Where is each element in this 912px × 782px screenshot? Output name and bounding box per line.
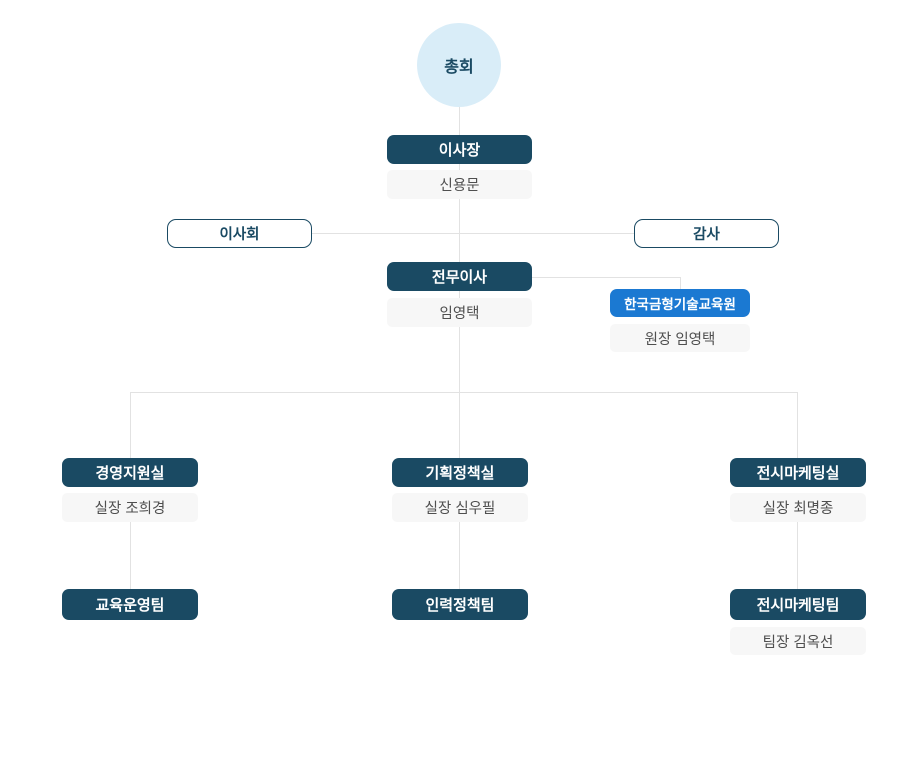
node-auditor: 감사 xyxy=(634,219,779,248)
node-managing-director-name: 임영택 xyxy=(387,298,532,327)
connector-drop-right xyxy=(797,392,798,458)
connector-education-center-drop xyxy=(680,277,681,289)
connector-team-left xyxy=(130,522,131,589)
connector-education-center-horizontal xyxy=(532,277,680,278)
connector-team-middle xyxy=(459,522,460,589)
node-team-hr-policy: 인력정책팀 xyxy=(392,589,528,620)
node-dept-planning-policy-title: 기획정책실 xyxy=(392,458,528,487)
node-team-exhibition-marketing-name: 팀장 김옥선 xyxy=(730,627,866,655)
connector-team-right xyxy=(797,522,798,589)
node-dept-planning-policy-name: 실장 심우필 xyxy=(392,493,528,522)
connector-distribution-horizontal xyxy=(130,392,798,393)
node-team-education-operations: 교육운영팀 xyxy=(62,589,198,620)
node-dept-exhibition-marketing-title: 전시마케팅실 xyxy=(730,458,866,487)
node-education-center-name: 원장 임영택 xyxy=(610,324,750,352)
node-dept-management-support-title: 경영지원실 xyxy=(62,458,198,487)
node-education-center-title: 한국금형기술교육원 xyxy=(610,289,750,317)
node-chairman-title: 이사장 xyxy=(387,135,532,164)
connector-drop-left xyxy=(130,392,131,458)
node-dept-exhibition-marketing-name: 실장 최명종 xyxy=(730,493,866,522)
node-chairman-name: 신용문 xyxy=(387,170,532,199)
node-board-of-directors: 이사회 xyxy=(167,219,312,248)
node-general-assembly: 총회 xyxy=(417,23,501,107)
node-team-exhibition-marketing: 전시마케팅팀 xyxy=(730,589,866,620)
node-dept-management-support-name: 실장 조희경 xyxy=(62,493,198,522)
node-managing-director-title: 전무이사 xyxy=(387,262,532,291)
connector-board-auditor xyxy=(311,233,635,234)
